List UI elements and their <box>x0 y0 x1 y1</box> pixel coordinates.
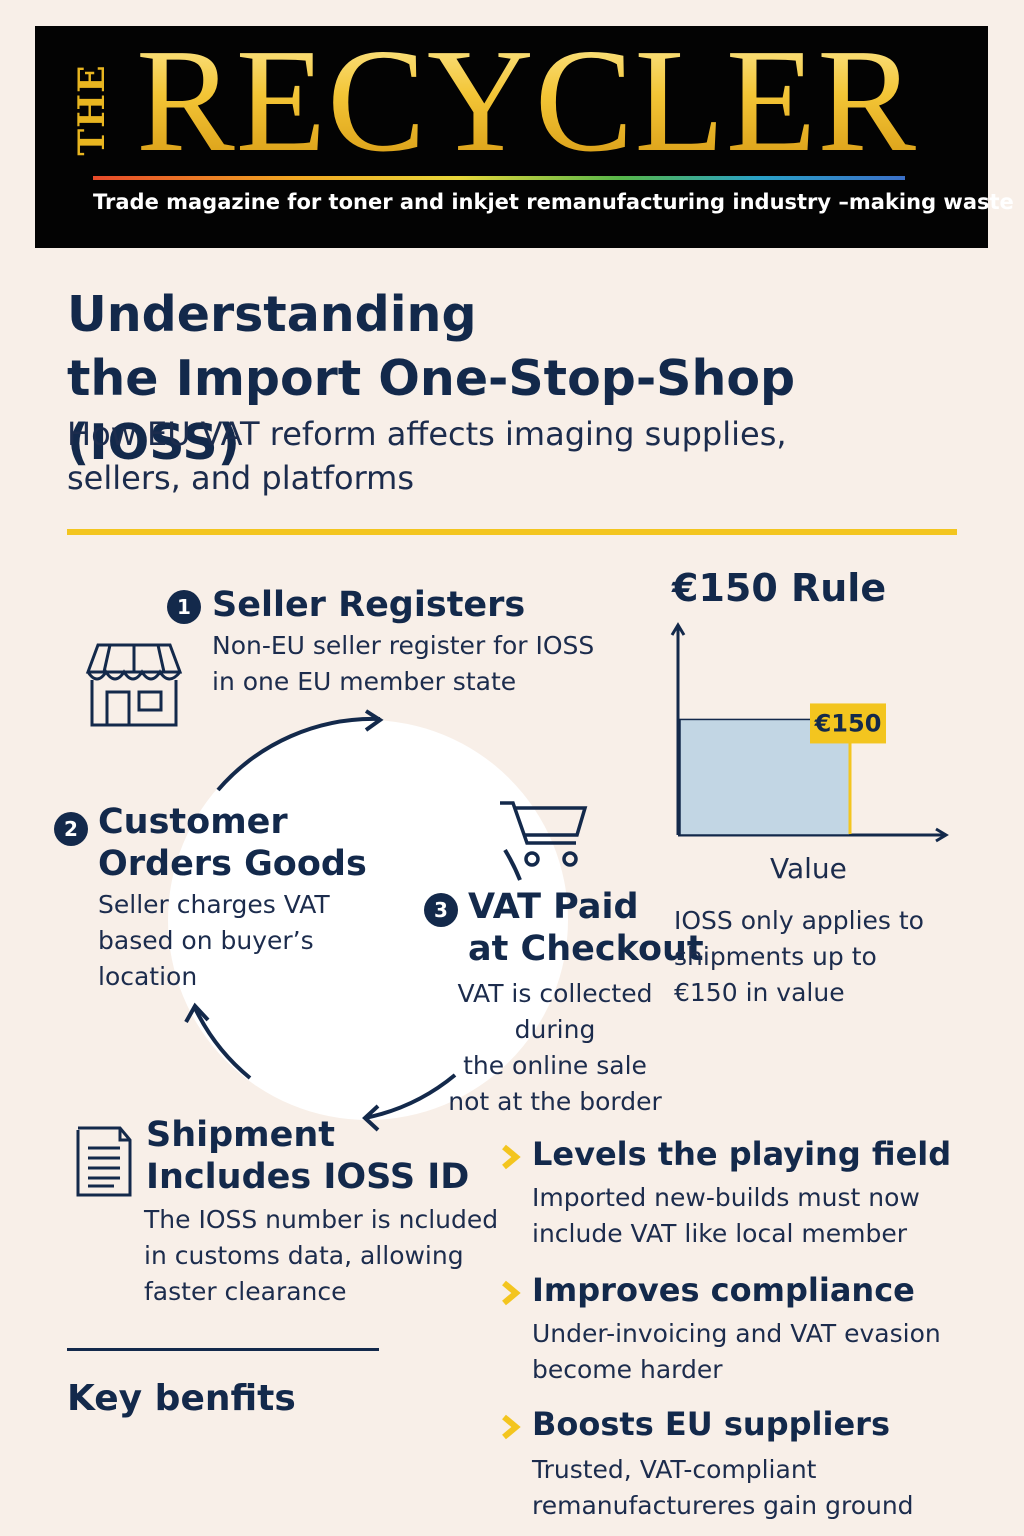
page-subtitle-line-1: How EU VAT reform affects imaging suppli… <box>67 415 787 453</box>
step-1-desc-line-1: Non-EU seller register for IOSS <box>212 631 595 660</box>
step-2-title-line-2: Orders Goods <box>98 844 367 884</box>
chart-value-label-bg <box>810 703 886 744</box>
benefit-1-title: Levels the playing field <box>532 1135 952 1173</box>
step-4-title-line-2: Includes IOSS ID <box>146 1157 470 1197</box>
step-1-number-badge: 1 <box>167 590 201 624</box>
step-2-number-badge: 2 <box>54 812 88 846</box>
step-4-desc-line-1: The IOSS number is ncluded <box>144 1205 499 1234</box>
benefit-3-desc-line-1: Trusted, VAT-compliant <box>532 1455 817 1484</box>
key-benefits-divider <box>67 1348 379 1351</box>
chevron-right-icon <box>502 1414 521 1440</box>
step-1-title: Seller Registers <box>212 585 526 625</box>
step-3-desc-line-2: the online sale <box>463 1051 647 1080</box>
cycle-arrowhead-top <box>364 709 384 732</box>
benefit-1-description: Imported new-builds must now include VAT… <box>532 1180 920 1252</box>
step-3-description: VAT is collected during the online sale … <box>420 976 690 1120</box>
chart-y-axis-arrowhead <box>670 622 686 636</box>
benefit-2-desc-line-1: Under-invoicing and VAT evasion <box>532 1319 941 1348</box>
rule-150-chart: €150 <box>670 622 949 843</box>
masthead-title: RECYCLER <box>136 19 917 183</box>
shopping-cart-icon <box>500 801 588 867</box>
cycle-arrow-top <box>216 716 381 792</box>
cycle-arrow-bottom <box>364 1073 457 1120</box>
step-3-number-badge: 3 <box>424 893 458 927</box>
page-title: Understanding the Import One-Stop-Shop (… <box>67 283 967 475</box>
key-benefits-title: Key benfits <box>67 1378 296 1419</box>
benefit-2-description: Under-invoicing and VAT evasion become h… <box>532 1316 941 1388</box>
chart-x-axis-label: Value <box>770 852 847 885</box>
cycle-arrow-left <box>193 1007 252 1080</box>
step-4-desc-line-3: faster clearance <box>144 1277 347 1306</box>
page-title-line-2: the Import One-Stop-Shop (IOSS) <box>67 350 796 471</box>
masthead-rainbow-rule <box>93 176 905 180</box>
page-title-line-1: Understanding <box>67 286 477 343</box>
step-4-desc-line-2: in customs data, allowing <box>144 1241 464 1270</box>
storefront-icon <box>85 643 183 727</box>
chart-x-axis-arrowhead <box>935 827 949 843</box>
rule-150-desc-line-1: IOSS only applies to <box>674 906 924 935</box>
chart-value-label: €150 <box>814 709 882 737</box>
step-3-desc-line-3: not at the border <box>448 1087 662 1116</box>
masthead-tagline: Trade magazine for toner and inkjet rema… <box>93 190 1014 214</box>
page-subtitle: How EU VAT reform affects imaging suppli… <box>67 412 967 500</box>
step-1-desc-line-2: in one EU member state <box>212 667 517 696</box>
rule-150-description: IOSS only applies to shipments up to €15… <box>674 903 974 1011</box>
rule-150-desc-line-2: shipments up to <box>674 942 877 971</box>
cycle-arrowhead-bottom <box>362 1104 380 1132</box>
chevron-right-icon <box>502 1280 521 1306</box>
step-2-title: Customer Orders Goods <box>98 801 367 885</box>
headline-divider <box>67 529 957 535</box>
benefit-2-title: Improves compliance <box>532 1271 915 1309</box>
step-2-description: Seller charges VAT based on buyer’s loca… <box>98 887 330 995</box>
step-3-title-line-2: at Checkout <box>468 929 704 969</box>
cycle-arrow-right <box>503 848 522 881</box>
step-1-description: Non-EU seller register for IOSS in one E… <box>212 628 594 700</box>
step-2-desc-line-2: based on buyer’s <box>98 926 314 955</box>
step-3-title: VAT Paid at Checkout <box>468 886 704 970</box>
chevron-right-icon <box>502 1144 521 1170</box>
step-2-title-line-1: Customer <box>98 802 288 842</box>
step-3-title-line-1: VAT Paid <box>468 887 639 927</box>
step-2-desc-line-3: location <box>98 962 198 991</box>
document-icon <box>76 1126 132 1197</box>
benefit-1-desc-line-1: Imported new-builds must now <box>532 1183 920 1212</box>
step-4-description: The IOSS number is ncluded in customs da… <box>144 1202 498 1310</box>
masthead-banner <box>35 26 988 248</box>
rule-150-title: €150 Rule <box>672 566 887 610</box>
cycle-arrowhead-left <box>184 1002 210 1023</box>
step-3-desc-line-1: VAT is collected during <box>457 979 653 1044</box>
benefit-2-desc-line-2: become harder <box>532 1355 723 1384</box>
cycle-background-disc <box>168 720 568 1120</box>
step-4-title: Shipment Includes IOSS ID <box>146 1114 469 1198</box>
benefit-3-title: Boosts EU suppliers <box>532 1405 890 1443</box>
benefit-1-desc-line-2: include VAT like local member <box>532 1219 908 1248</box>
step-2-desc-line-1: Seller charges VAT <box>98 890 330 919</box>
page-subtitle-line-2: sellers, and platforms <box>67 459 415 497</box>
benefit-3-description: Trusted, VAT-compliant remanufactureres … <box>532 1452 914 1524</box>
rule-150-desc-line-3: €150 in value <box>674 978 845 1007</box>
benefit-3-desc-line-2: remanufactureres gain ground <box>532 1491 914 1520</box>
step-4-title-line-1: Shipment <box>146 1115 336 1155</box>
